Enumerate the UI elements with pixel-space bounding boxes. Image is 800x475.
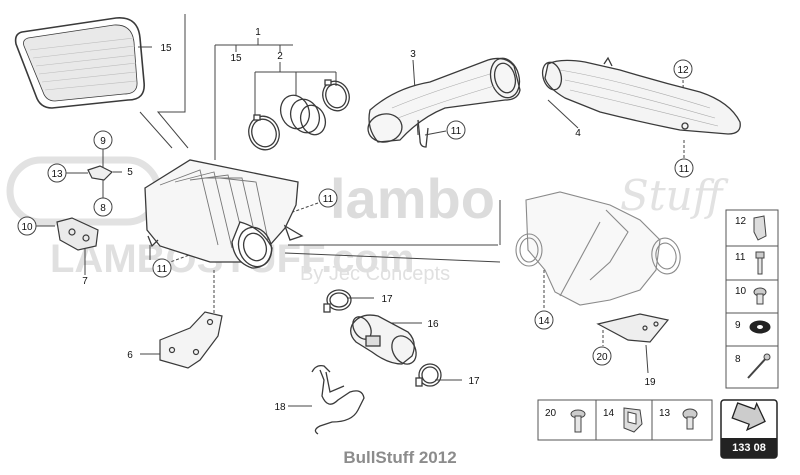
airbox-main	[144, 159, 304, 269]
callout-17-upper: 17	[381, 294, 393, 305]
svg-text:12: 12	[677, 65, 689, 76]
callout-4: 4	[575, 128, 581, 139]
callout-labels: 1 2 3 4 5 6 7 15 15 16 17 17 18 19	[82, 27, 656, 413]
callout-15-top: 15	[230, 53, 242, 64]
callout-13: 13	[47, 163, 67, 183]
callout-17-lower: 17	[468, 376, 480, 387]
clamp-part-17-upper	[323, 289, 352, 313]
svg-text:11: 11	[157, 264, 168, 275]
mass-airflow-sensor-part-16	[350, 314, 417, 365]
callout-9: 9	[93, 130, 113, 150]
air-scoop-part-4	[541, 56, 741, 135]
legend-item-9: 9	[735, 320, 771, 334]
svg-text:20: 20	[545, 408, 557, 419]
legend-item-20: 20	[545, 408, 586, 433]
legend-item-14: 14	[603, 407, 643, 433]
cover-part-19	[596, 313, 670, 343]
callout-15-filter: 15	[160, 43, 172, 54]
legend-item-11: 11	[735, 251, 765, 275]
svg-text:11: 11	[451, 126, 462, 137]
breather-hose-part-18	[311, 364, 365, 435]
svg-text:14: 14	[603, 408, 615, 419]
footer-credit: BullStuff 2012	[343, 448, 457, 467]
arrow-icon	[731, 401, 766, 432]
callout-14: 14	[534, 310, 554, 330]
legend-item-12: 12	[735, 215, 767, 241]
callout-11-mid: 11	[318, 188, 338, 208]
hose-clamps-part-2	[248, 79, 350, 151]
svg-text:14: 14	[538, 316, 550, 327]
watermark-byline: By Jec Concepts	[300, 263, 450, 285]
callout-2: 2	[277, 51, 283, 62]
callout-7: 7	[82, 276, 88, 287]
legend-side-items: 12 11 10 9 8	[735, 215, 771, 379]
svg-text:12: 12	[735, 216, 747, 227]
callout-6: 6	[127, 350, 133, 361]
legend-item-13: 13	[659, 408, 698, 430]
intake-duct-part-3	[367, 57, 521, 148]
diagram-number: 133 08	[721, 438, 777, 458]
legend-bottom-items: 20 14 13	[545, 407, 698, 433]
svg-text:10: 10	[735, 286, 747, 297]
svg-text:13: 13	[51, 169, 63, 180]
small-brackets	[56, 165, 114, 251]
mounting-bracket-part-6	[159, 311, 223, 369]
airbox-right	[515, 191, 681, 306]
callout-19: 19	[644, 377, 656, 388]
watermark-brand-script: Stuff	[620, 171, 729, 220]
svg-text:11: 11	[735, 252, 746, 263]
svg-text:8: 8	[735, 354, 741, 365]
svg-text:11: 11	[323, 194, 334, 205]
svg-text:11: 11	[679, 164, 690, 175]
watermark-car-outline	[6, 156, 162, 226]
callout-18: 18	[274, 402, 286, 413]
clamp-part-17-lower	[415, 363, 442, 387]
callout-11-right: 11	[674, 158, 694, 178]
svg-text:13: 13	[659, 408, 671, 419]
callout-1: 1	[255, 27, 261, 38]
leader-lines	[36, 14, 685, 407]
callout-8: 8	[93, 197, 113, 217]
circled-callouts: 9 13 8 10 11 11 11 11	[17, 59, 694, 366]
callout-5: 5	[127, 167, 133, 178]
svg-text:10: 10	[21, 222, 33, 233]
callout-20: 20	[592, 346, 612, 366]
callout-3: 3	[410, 49, 416, 60]
callout-11-duct: 11	[446, 120, 466, 140]
callout-12: 12	[673, 59, 693, 79]
svg-text:8: 8	[100, 203, 106, 214]
callout-16: 16	[427, 319, 439, 330]
svg-text:9: 9	[100, 136, 106, 147]
legend-item-8: 8	[735, 353, 771, 379]
legend-side	[725, 209, 779, 389]
watermark-brand-main: lambo	[330, 167, 495, 230]
air-filter-part-15	[14, 17, 145, 109]
legend-item-10: 10	[735, 286, 767, 305]
svg-text:9: 9	[735, 320, 741, 331]
callout-10: 10	[17, 216, 37, 236]
svg-text:20: 20	[596, 352, 608, 363]
callout-11-left: 11	[152, 258, 172, 278]
